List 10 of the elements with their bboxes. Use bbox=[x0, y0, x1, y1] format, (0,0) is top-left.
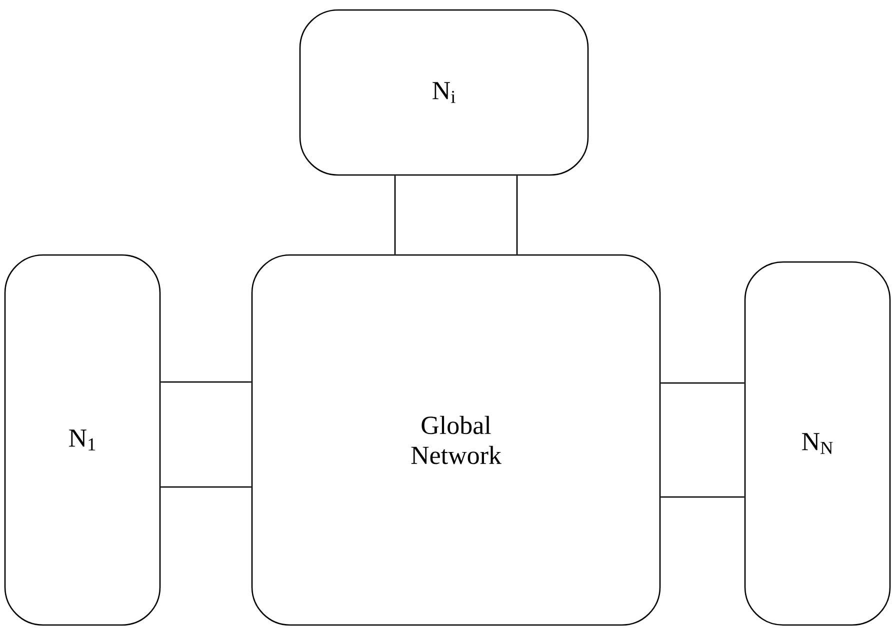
network-box: Global Network bbox=[251, 254, 661, 626]
connector-line bbox=[160, 486, 252, 488]
connector-line bbox=[660, 382, 744, 384]
connector-line bbox=[160, 381, 252, 383]
node-box: N$_{1}$ bbox=[4, 254, 161, 626]
connector-line bbox=[516, 176, 518, 254]
node-box: N$_{N}$ bbox=[744, 261, 891, 626]
connector-line bbox=[394, 176, 396, 254]
connector-line bbox=[660, 496, 744, 498]
node-box: N$_{i}$ bbox=[299, 9, 589, 176]
